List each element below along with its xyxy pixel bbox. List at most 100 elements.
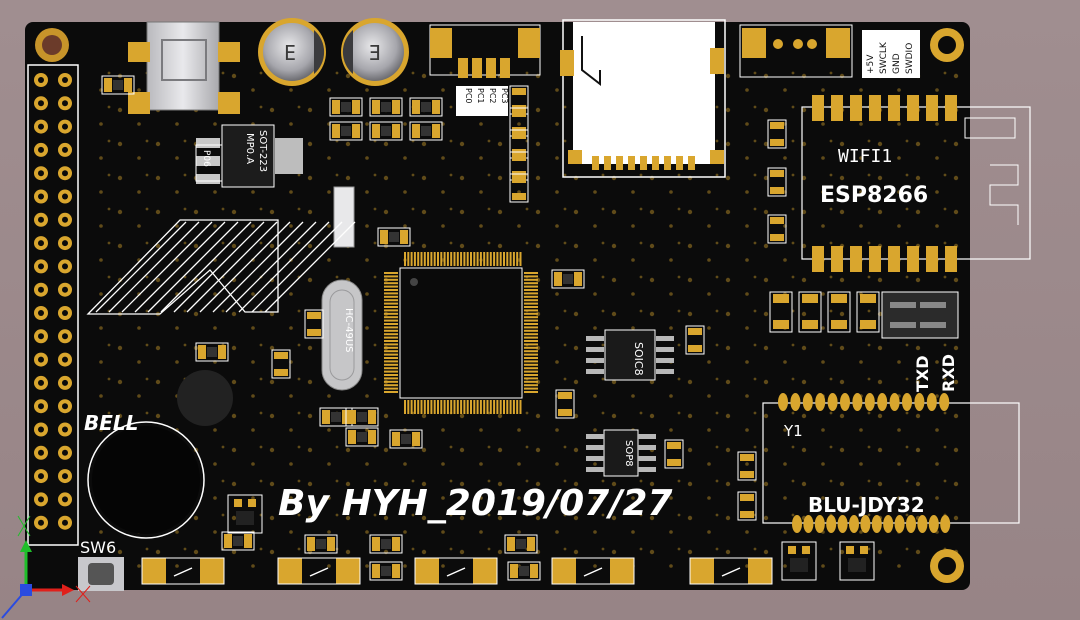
smd-pad bbox=[352, 124, 360, 138]
bt-pin-bottom bbox=[883, 515, 894, 533]
esp-pin-top bbox=[850, 95, 862, 121]
sot-body bbox=[848, 558, 866, 572]
smd-body bbox=[421, 102, 431, 112]
switch-outline bbox=[551, 557, 635, 585]
header-pin-hole bbox=[62, 473, 68, 480]
hatch-line bbox=[251, 221, 343, 313]
smd-pad bbox=[770, 139, 784, 146]
smd-pad bbox=[554, 272, 562, 286]
mcu-pin bbox=[524, 309, 538, 312]
bt-pin-top bbox=[902, 393, 912, 411]
mcu-pin bbox=[524, 367, 538, 370]
mcu-pin bbox=[384, 384, 398, 387]
smd-pad bbox=[307, 329, 321, 336]
smd-body bbox=[316, 539, 326, 549]
smd-body bbox=[516, 539, 526, 549]
smd-part bbox=[504, 534, 538, 554]
bt-pin-top bbox=[877, 393, 888, 411]
mcu-pin bbox=[524, 282, 538, 285]
smd-pad bbox=[510, 564, 518, 578]
smd-pad bbox=[274, 352, 288, 359]
mcu-pin bbox=[524, 380, 538, 383]
mcu-pin bbox=[466, 252, 469, 266]
smd-body bbox=[381, 566, 391, 576]
port-label: PC3 bbox=[500, 88, 509, 104]
smd-pad bbox=[368, 430, 376, 444]
smd-pad bbox=[527, 537, 535, 551]
smd-pad bbox=[412, 432, 420, 446]
bt-pin-bottom bbox=[826, 515, 837, 533]
mcu-pin bbox=[384, 275, 398, 278]
bt-pin-top bbox=[778, 393, 788, 411]
smd-pad bbox=[218, 345, 226, 359]
smd-pad bbox=[372, 537, 380, 551]
mcu-pin bbox=[476, 252, 479, 266]
mcu-pin bbox=[463, 252, 466, 266]
smd-part-v bbox=[555, 389, 575, 419]
mcu-lqfp bbox=[384, 252, 538, 414]
switch-outline bbox=[414, 557, 498, 585]
mcu-pin bbox=[384, 329, 398, 332]
mcu-pin bbox=[524, 306, 538, 308]
smd-pad bbox=[348, 430, 356, 444]
esp-pin-top bbox=[812, 95, 824, 121]
switch-pad bbox=[142, 558, 166, 584]
mcu-pin bbox=[486, 252, 489, 266]
sd-pin bbox=[616, 156, 623, 170]
sop8-label: SOP8 bbox=[623, 440, 634, 467]
mcu-pin bbox=[509, 252, 512, 266]
pin-header bbox=[27, 64, 79, 546]
bt-pin-bottom bbox=[803, 515, 814, 533]
mcu-pin bbox=[524, 329, 538, 332]
mcu-pin bbox=[384, 336, 398, 339]
smd-pad bbox=[667, 459, 681, 466]
mcu-pin bbox=[384, 370, 398, 373]
smd-part bbox=[304, 534, 338, 554]
sop-pin bbox=[586, 456, 604, 461]
esp-pin-bottom bbox=[888, 246, 900, 272]
sd-pin bbox=[676, 156, 683, 170]
smd-pad bbox=[368, 410, 376, 424]
mcu-pin bbox=[384, 302, 398, 305]
smd-pad bbox=[412, 124, 420, 138]
smd-pad bbox=[244, 534, 252, 548]
small-chip: P06 bbox=[195, 144, 223, 182]
sw6-label: SW6 bbox=[80, 538, 116, 557]
mcu-pin bbox=[384, 306, 398, 308]
mcu-pin bbox=[524, 299, 538, 302]
bt-pin-bottom bbox=[837, 515, 848, 533]
mcu-pin bbox=[384, 357, 398, 359]
smd-body bbox=[421, 126, 431, 136]
mcu-pin bbox=[440, 400, 443, 414]
smd-pad bbox=[198, 345, 206, 359]
mcu-pin bbox=[423, 252, 426, 266]
txd-label: TXD bbox=[913, 355, 932, 392]
smd-pad bbox=[507, 537, 515, 551]
header-pin-hole bbox=[38, 263, 44, 270]
header-pin-hole bbox=[62, 379, 68, 386]
smd-part bbox=[369, 561, 403, 581]
smd-part-v bbox=[737, 451, 757, 481]
smd-pad bbox=[432, 100, 440, 114]
smd-part bbox=[377, 227, 411, 247]
capacitor-e1: E bbox=[258, 18, 326, 86]
bt-pin-top bbox=[889, 393, 900, 411]
bt-ref: Y1 bbox=[783, 422, 803, 440]
switch-pad bbox=[610, 558, 634, 584]
hatch-line bbox=[134, 221, 226, 313]
bt-pin-top bbox=[914, 393, 925, 411]
mcu-pin bbox=[516, 252, 519, 266]
mcu-pin bbox=[440, 252, 443, 266]
mcu-pin bbox=[524, 326, 538, 329]
header-pin-hole bbox=[38, 310, 44, 316]
mcu-pin bbox=[470, 400, 472, 414]
port-label: PC2 bbox=[488, 88, 497, 104]
mcu-pin bbox=[384, 292, 398, 295]
hatch-line bbox=[264, 221, 356, 313]
smd-part bbox=[329, 121, 363, 141]
mcu-pin bbox=[384, 272, 398, 274]
mcu-pin bbox=[524, 272, 538, 274]
smd-body bbox=[207, 347, 217, 357]
mcu-pin bbox=[446, 400, 449, 414]
